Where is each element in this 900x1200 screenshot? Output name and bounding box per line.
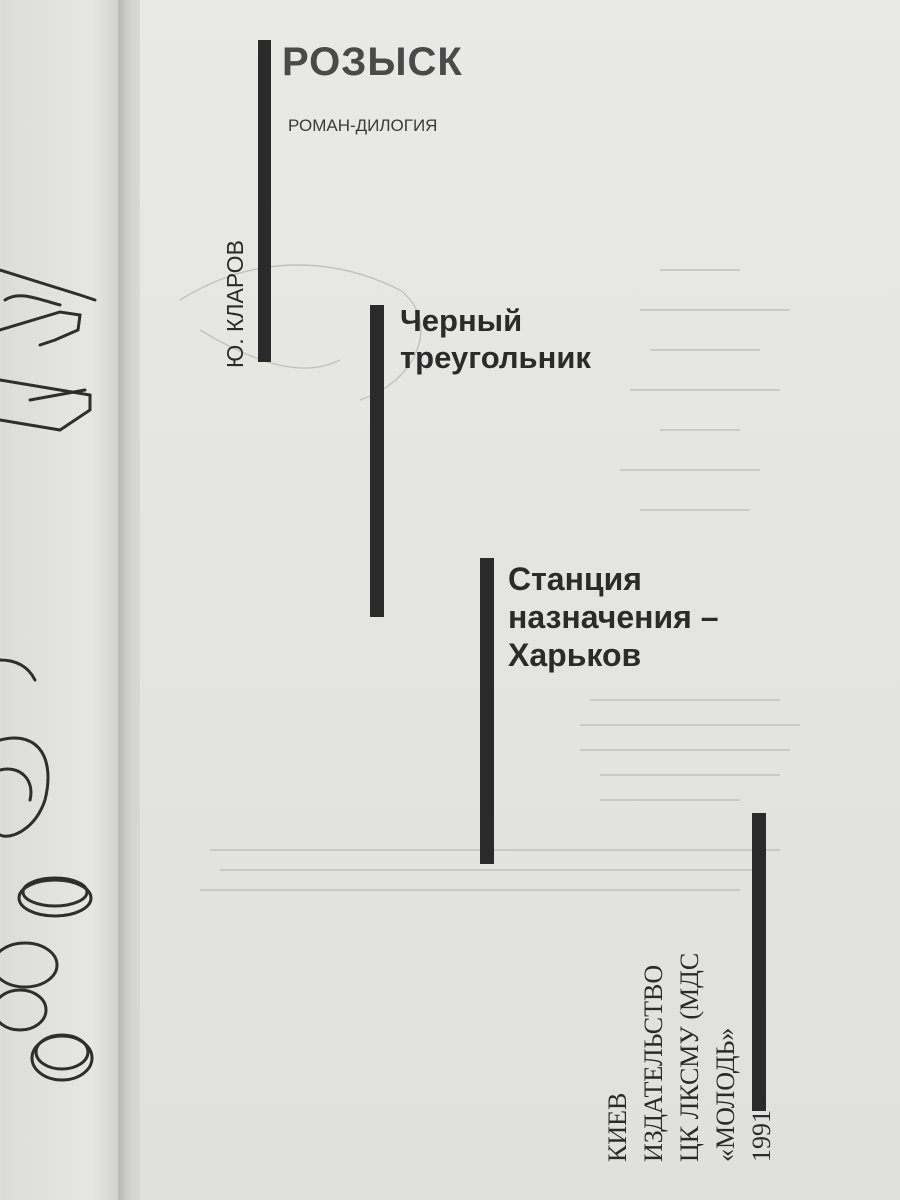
imprint-publisher: ИЗДАТЕЛЬСТВО [639, 964, 668, 1162]
book-title-2-line: Харьков [508, 637, 642, 673]
book-title-2-line: Станция [508, 561, 642, 597]
book-title-1-line: Черный [400, 303, 523, 338]
vertical-rule-imprint [752, 813, 766, 1111]
book-title-2: Станция назначения – Харьков [508, 560, 718, 674]
title-page [140, 0, 900, 1200]
imprint-year: 1991 [747, 1110, 776, 1162]
sketch-illustration [0, 268, 97, 1082]
imprint-publisher-name: «МОЛОДЬ» [711, 1027, 740, 1162]
publisher-imprint: КИЕВ ИЗДАТЕЛЬСТВО ЦК ЛКСМУ (МДС «МОЛОДЬ»… [600, 953, 780, 1162]
imprint-publisher-body: ЦК ЛКСМУ (МДС [675, 952, 704, 1162]
author-name: Ю. КЛАРОВ [222, 240, 248, 368]
imprint-city: КИЕВ [603, 1092, 632, 1162]
series-title: РОЗЫСК [282, 40, 463, 84]
vertical-rule-author [258, 40, 271, 362]
reverse-side-bleed-through [179, 264, 800, 891]
vertical-rule-book2 [480, 558, 494, 864]
left-page-illustration [0, 0, 132, 1200]
book-title-2-line: назначения – [508, 599, 719, 635]
book-title-1: Черный треугольник [400, 302, 591, 376]
book-title-1-line: треугольник [400, 340, 591, 375]
vertical-rule-book1 [370, 305, 384, 617]
genre-label: РОМАН-ДИЛОГИЯ [288, 116, 438, 135]
